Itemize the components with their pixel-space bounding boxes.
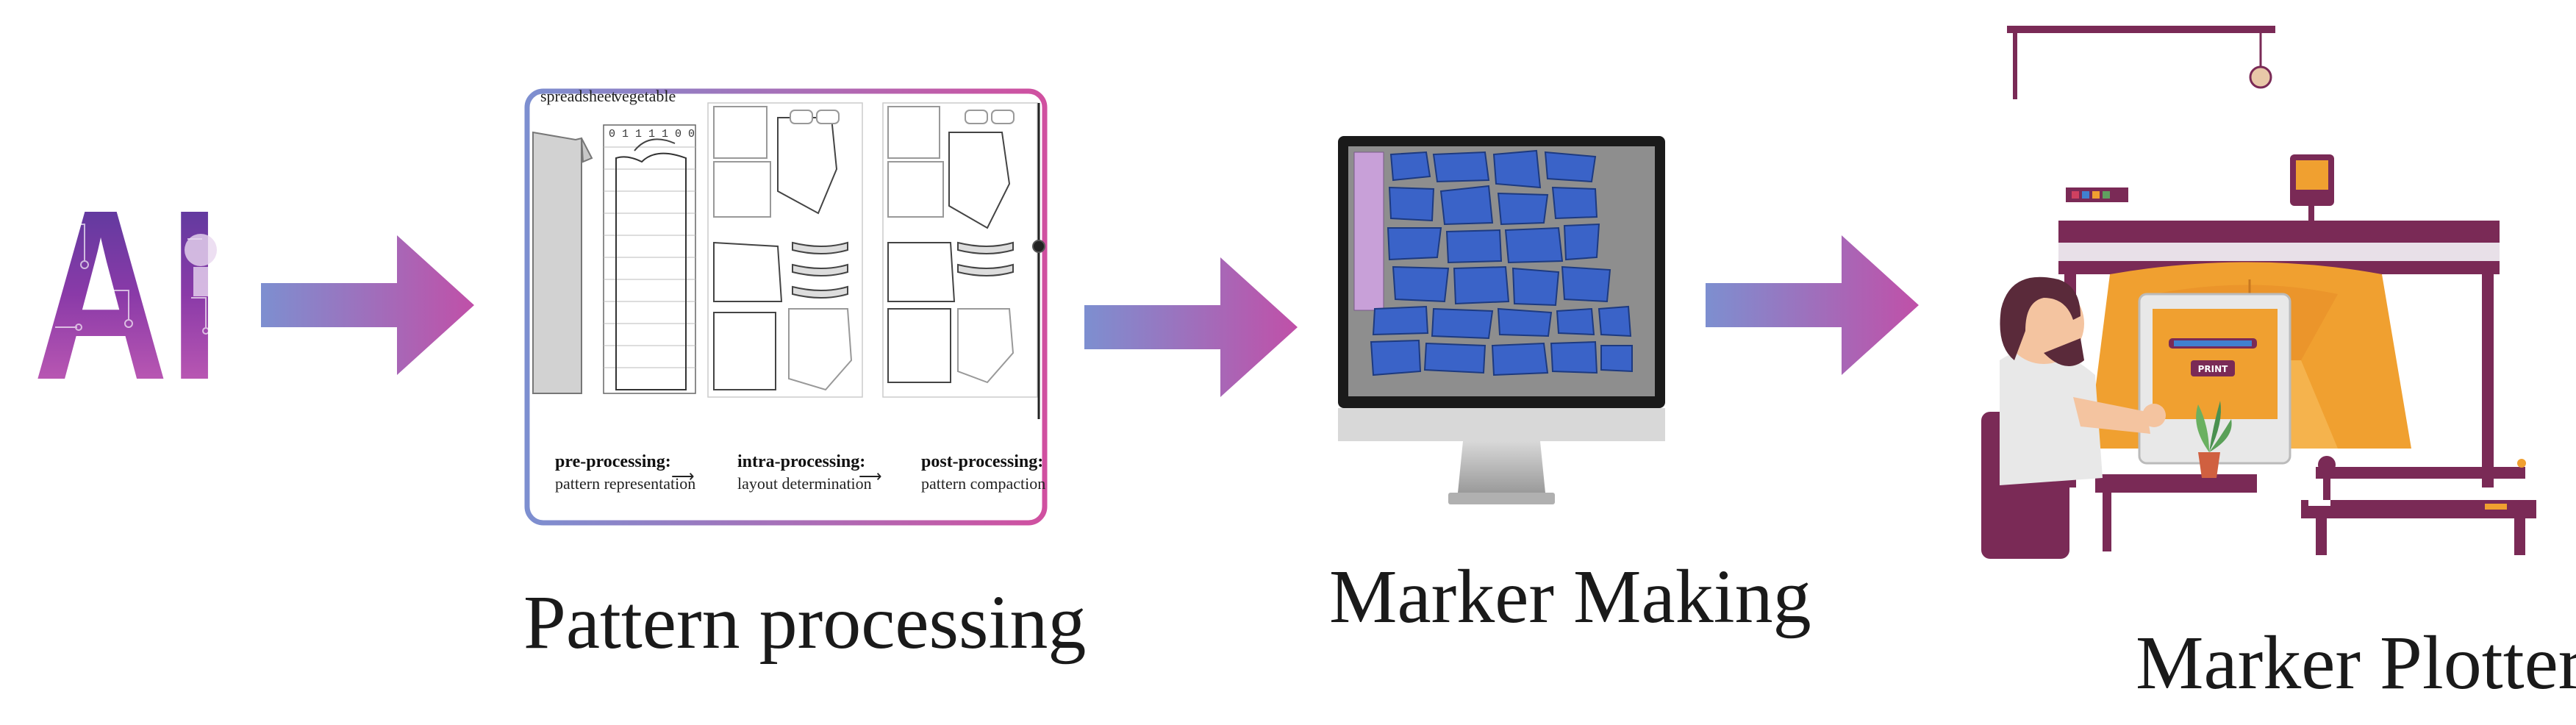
binary-grid: 0 1 1 1 1 0 0: [603, 124, 696, 394]
panel-top-label-2: vegetable: [614, 88, 676, 105]
print-button-label: PRINT: [2198, 364, 2229, 374]
plant-icon: [2196, 401, 2232, 478]
step-1-title: pre-processing:: [555, 452, 671, 471]
binary-row-label: 0 1 1 1 1 0 0: [609, 128, 695, 140]
step-arrow-1: ⟶: [671, 467, 695, 485]
ai-logo: AI: [33, 159, 224, 430]
label-marker-making: Marker Making: [1329, 554, 1811, 639]
step-2-subtitle: layout determination: [737, 474, 872, 493]
pattern-compaction-view: [882, 102, 1045, 419]
marker-plotter-illustration: PRINT: [1956, 15, 2544, 574]
step-1-subtitle: pattern representation: [555, 474, 695, 493]
flow-arrow-1: [261, 232, 482, 379]
layout-determination-view: [707, 102, 863, 398]
person-icon: [1981, 276, 2166, 559]
marker-making-monitor: [1338, 136, 1665, 515]
label-pattern-processing: Pattern processing: [523, 580, 1087, 665]
step-3-subtitle: pattern compaction: [921, 474, 1045, 493]
pattern-processing-panel: spreadsheet vegetable 0 1 1 1 1 0 0: [524, 87, 1048, 526]
marker-pieces: [1370, 149, 1633, 376]
flow-arrow-2: [1084, 254, 1305, 401]
robot-head-icon: [185, 234, 217, 296]
pattern-piece-grey: [532, 131, 593, 394]
panel-top-label-1: spreadsheet: [540, 88, 616, 105]
step-2-title: intra-processing:: [737, 452, 865, 471]
step-3-title: post-processing:: [921, 452, 1043, 471]
flow-arrow-3: [1706, 232, 1926, 379]
label-marker-plotter: Marker Plotter: [2136, 621, 2576, 705]
ai-text: AI: [33, 180, 221, 386]
processing-steps: pre-processing: pattern representation ⟶…: [555, 452, 1045, 493]
step-arrow-2: ⟶: [859, 467, 882, 485]
circuit-icon: [55, 224, 210, 335]
